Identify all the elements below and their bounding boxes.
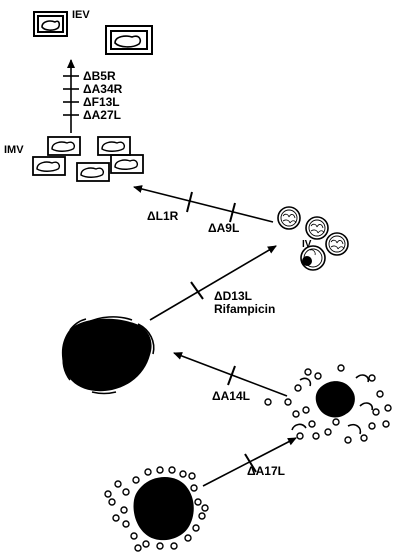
- iev-particle: [33, 11, 68, 37]
- label-a9l: ΔA9L: [208, 221, 239, 235]
- block-mark: [190, 281, 204, 300]
- imv-particle: [32, 156, 66, 176]
- label-b5r: ΔB5R: [83, 69, 116, 83]
- label-a34r: ΔA34R: [83, 82, 123, 96]
- crescent-to-iv-arrow: [149, 245, 277, 321]
- label-l1r: ΔL1R: [147, 209, 179, 223]
- label-rifampicin: Rifampicin: [214, 302, 275, 316]
- iv-particle: [325, 232, 349, 256]
- block-mark: [244, 453, 257, 473]
- block-mark: [229, 202, 236, 223]
- iv-particle: [277, 206, 301, 230]
- viroplasm-with-crescents: [61, 316, 155, 395]
- imv-particle: [110, 154, 144, 174]
- label-f13l: ΔF13L: [83, 95, 120, 109]
- iv-label: IV: [302, 239, 312, 250]
- label-a14l: ΔA14L: [212, 389, 250, 403]
- label-d13l: ΔD13L: [214, 289, 252, 303]
- block-mark: [186, 191, 193, 213]
- membranes-to-crescent-arrow: [173, 352, 288, 397]
- imv-particle: [76, 162, 110, 182]
- block-mark: [227, 365, 236, 386]
- imv-to-iev-arrow: [63, 59, 79, 133]
- iev-particle: [105, 25, 153, 55]
- cell-to-factory-arrow: [202, 437, 297, 487]
- imv-particle: [47, 136, 81, 156]
- iev-label: IEV: [72, 9, 90, 21]
- factory-with-membranes: [264, 364, 392, 444]
- iv-particle: [305, 216, 329, 240]
- virosome-with-vesicles: [104, 466, 209, 552]
- iv-to-imv-arrow: [133, 185, 274, 223]
- label-a27l: ΔA27L: [83, 108, 121, 122]
- label-a17l: ΔA17L: [247, 464, 285, 478]
- imv-label: IMV: [4, 144, 24, 156]
- imv-particle: [97, 136, 131, 156]
- iv-particle-with-nucleoid: [300, 245, 326, 271]
